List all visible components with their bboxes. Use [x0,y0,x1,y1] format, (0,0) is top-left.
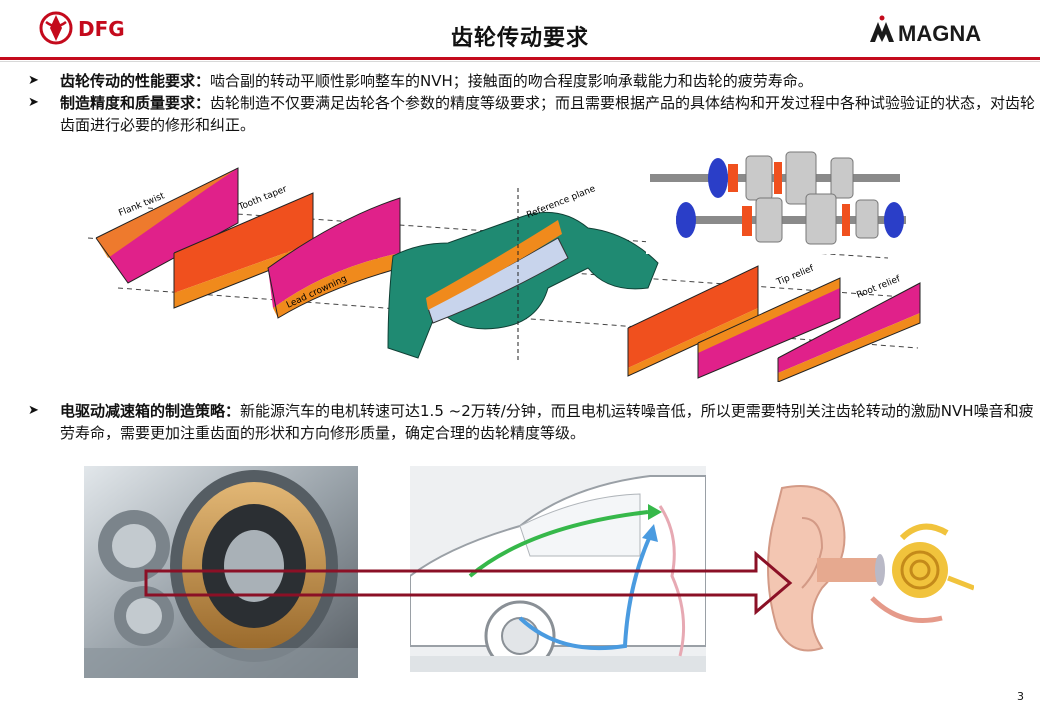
bullet-arrow-icon: ➤ [28,73,39,88]
inner-ear-cochlea [892,523,949,598]
noise-transmission-arrow [144,550,794,616]
dfg-emblem-icon [39,11,73,45]
magna-logo-text: MAGNA [898,21,981,46]
gearbox-shaft-image [646,138,916,254]
dfg-logo: DFG [38,8,158,48]
header-divider [0,57,1040,60]
dfg-logo-text: DFG [78,17,125,41]
flank-twist-shape [95,167,239,284]
bullet-body: 啮合副的转动平顺性影响整车的NVH；接触面的吻合程度影响承载能力和齿轮的疲劳寿命… [210,72,813,90]
bullet-arrow-icon: ➤ [28,403,39,418]
bullet-lead: 电驱动减速箱的制造策略： [60,402,241,420]
bullet-text: 齿轮传动的性能要求：啮合副的转动平顺性影响整车的NVH；接触面的吻合程度影响承载… [60,70,1040,92]
bullet-text: 电驱动减速箱的制造策略：新能源汽车的电机转速可达1.5 ~2万转/分钟，而且电机… [60,400,1040,444]
bullet-lead: 齿轮传动的性能要求： [60,72,211,90]
bullet-lead: 制造精度和质量要求： [60,94,211,112]
page-number: 3 [1017,690,1024,703]
gear-tooth-shape [387,188,659,363]
vibration-path-blue-arrow [518,524,658,651]
ear-anatomy-image [762,478,975,666]
bullet-body: 新能源汽车的电机转速可达1.5 ~2万转/分钟，而且电机运转噪音低，所以更需要特… [60,402,1034,442]
tip-relief-shape [697,277,841,379]
root-relief-shape [777,282,921,383]
gear-modification-diagram: Flank twist Tooth taper Lead crowning Re… [87,148,926,383]
bullet-body: 齿轮制造不仅要满足齿轮各个参数的精度等级要求；而且需要根据产品的具体结构和开发过… [60,94,1036,134]
magna-logo: MAGNA [866,14,1006,48]
bullet-arrow-icon: ➤ [28,95,39,110]
bullet-text: 制造精度和质量要求：齿轮制造不仅要满足齿轮各个参数的精度等级要求；而且需要根据产… [60,92,1040,136]
label-tip-relief: Tip relief [774,264,816,289]
page-title: 齿轮传动要求 [450,26,589,51]
car-nvh-diagram [409,466,707,672]
lead-crowning-shape [267,197,401,319]
vibration-path-green-arrow [468,504,662,578]
magna-emblem-icon [870,15,894,42]
header-divider-shadow [0,61,1040,62]
